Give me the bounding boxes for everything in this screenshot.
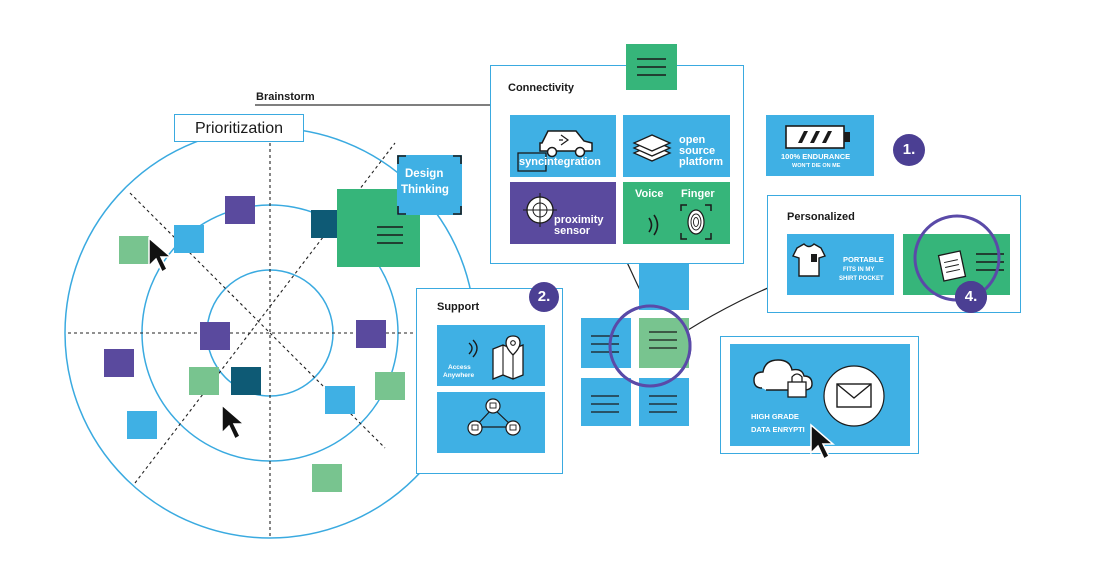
cursor-icon bbox=[148, 236, 174, 274]
portable-tile[interactable]: PORTABLE FITS IN MY SHIRT POCKET bbox=[787, 234, 894, 295]
prioritization-label-box: Prioritization bbox=[174, 114, 304, 142]
idea-square[interactable] bbox=[375, 372, 405, 400]
endurance-line1: 100% ENDURANCE bbox=[781, 152, 851, 161]
sound-waves-icon bbox=[648, 214, 659, 236]
cluster-card-selected[interactable] bbox=[639, 318, 689, 368]
tshirt-icon bbox=[792, 243, 826, 277]
text-lines-icon bbox=[637, 58, 666, 76]
portable-line2: FITS IN MY bbox=[843, 267, 875, 273]
access-anywhere-tile[interactable]: Access Anywhere bbox=[437, 325, 545, 386]
endurance-line2: WON'T DIE ON ME bbox=[792, 163, 841, 169]
open-source-tile[interactable]: open source platform bbox=[623, 115, 730, 177]
cluster-card[interactable] bbox=[639, 264, 689, 310]
highlight-ring-overlay bbox=[608, 304, 692, 388]
support-title: Support bbox=[437, 301, 480, 313]
security-line1: HIGH GRADE bbox=[751, 412, 799, 421]
idea-square[interactable] bbox=[104, 349, 134, 377]
fingerprint-icon bbox=[680, 204, 712, 240]
idea-square[interactable] bbox=[311, 210, 341, 238]
idea-square[interactable] bbox=[189, 367, 219, 395]
idea-square[interactable] bbox=[174, 225, 204, 253]
access-line2: Anywhere bbox=[443, 372, 475, 379]
portable-line3: SHIRT POCKET bbox=[839, 276, 884, 282]
text-lines-icon bbox=[591, 335, 619, 353]
design-thinking-tile[interactable]: Design Thinking bbox=[397, 155, 462, 215]
proximity-line1: proximity bbox=[554, 214, 604, 226]
wireless-icon bbox=[468, 339, 478, 358]
portable-line1: PORTABLE bbox=[843, 255, 884, 264]
step-badge-2: 2. bbox=[529, 282, 559, 312]
notes-tile[interactable] bbox=[903, 234, 1010, 295]
text-lines-icon bbox=[591, 395, 619, 413]
network-tile[interactable] bbox=[437, 392, 545, 453]
idea-square[interactable] bbox=[119, 236, 149, 264]
idea-square[interactable] bbox=[225, 196, 255, 224]
proximity-sensor-tile[interactable]: proximity sensor bbox=[510, 182, 616, 244]
battery-icon bbox=[785, 125, 850, 149]
open-source-line1: open bbox=[679, 134, 706, 146]
prioritization-label: Prioritization bbox=[194, 120, 284, 137]
idea-square[interactable] bbox=[325, 386, 355, 414]
design-thinking-line1: Design bbox=[405, 168, 444, 180]
car-icon bbox=[517, 130, 593, 172]
idea-square[interactable] bbox=[312, 464, 342, 492]
text-lines-icon bbox=[377, 226, 403, 244]
crosshair-icon bbox=[523, 193, 557, 227]
cloud-lock-mail-icon bbox=[753, 359, 885, 427]
step-badge-4-front-label: 4. bbox=[964, 288, 978, 305]
sync-integration-tile[interactable]: syncintegration bbox=[510, 115, 616, 177]
text-lines-icon bbox=[649, 395, 677, 413]
voice-finger-tile[interactable]: Voice Finger bbox=[623, 182, 730, 244]
personalized-title: Personalized bbox=[787, 211, 855, 223]
step-badge-2-label: 2. bbox=[537, 288, 551, 305]
security-line2: DATA ENRYPTI bbox=[751, 425, 805, 434]
sync-integration-label: syncintegration bbox=[519, 156, 601, 168]
network-nodes-icon bbox=[467, 398, 521, 436]
connectivity-note-card[interactable] bbox=[626, 44, 677, 90]
map-pin-icon bbox=[492, 335, 524, 380]
data-encryption-tile[interactable]: HIGH GRADE DATA ENRYPTI bbox=[730, 344, 910, 446]
proximity-line2: sensor bbox=[554, 225, 591, 237]
step-badge-1: 1. bbox=[893, 134, 925, 166]
brainstorm-label: Brainstorm bbox=[256, 91, 315, 103]
idea-square[interactable] bbox=[231, 367, 261, 395]
idea-square[interactable] bbox=[356, 320, 386, 348]
idea-square[interactable] bbox=[200, 322, 230, 350]
cluster-card[interactable] bbox=[581, 378, 631, 426]
connectivity-title: Connectivity bbox=[508, 82, 575, 94]
step-badge-4-front: 4. bbox=[955, 281, 987, 313]
open-source-line2: source bbox=[679, 145, 716, 157]
cursor-icon bbox=[221, 403, 247, 441]
access-line1: Access bbox=[448, 364, 471, 371]
finger-label: Finger bbox=[681, 188, 715, 200]
open-source-line3: platform bbox=[679, 156, 723, 168]
design-thinking-line2: Thinking bbox=[401, 184, 449, 196]
text-lines-icon bbox=[649, 331, 677, 349]
voice-label: Voice bbox=[635, 188, 664, 200]
cursor-icon bbox=[810, 423, 836, 461]
stacked-layers-icon bbox=[632, 134, 672, 162]
idea-square[interactable] bbox=[127, 411, 157, 439]
frame-corners-icon bbox=[397, 155, 462, 215]
step-badge-1-label: 1. bbox=[902, 141, 916, 158]
endurance-tile[interactable]: 100% ENDURANCE WON'T DIE ON ME bbox=[766, 115, 874, 176]
cluster-card[interactable] bbox=[581, 318, 631, 368]
notepad-icon bbox=[937, 250, 967, 282]
